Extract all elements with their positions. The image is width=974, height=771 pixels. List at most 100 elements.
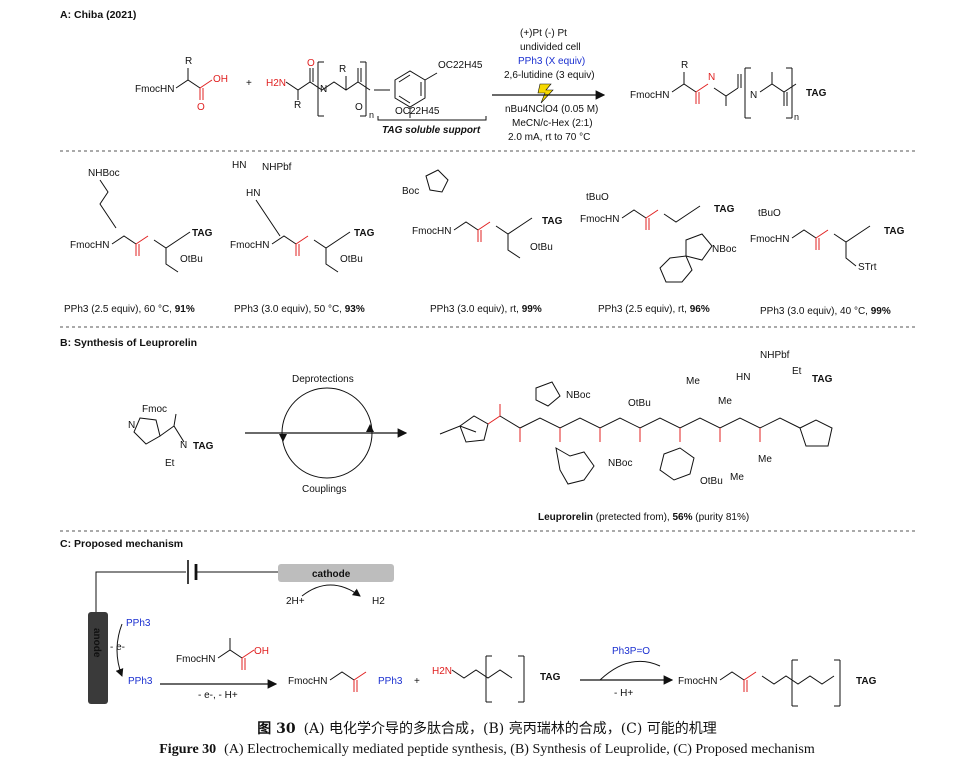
- svg-text:R: R: [294, 100, 301, 111]
- product-peptide-tag: FmocHN R N N n TAG: [630, 60, 827, 122]
- svg-text:NHBoc: NHBoc: [88, 168, 120, 179]
- leuprorelin-caption: Leuprorelin (pretected from), 56% (purit…: [538, 512, 749, 523]
- svg-text:TAG: TAG: [354, 228, 375, 239]
- svg-text:OtBu: OtBu: [700, 476, 723, 487]
- svg-text:TAG: TAG: [193, 441, 214, 452]
- svg-text:TAG: TAG: [884, 226, 905, 237]
- svg-text:tBuO: tBuO: [758, 208, 781, 219]
- svg-text:- H+: - H+: [614, 688, 633, 699]
- svg-text:TAG: TAG: [856, 676, 877, 687]
- svg-text:Ph3P=O: Ph3P=O: [612, 646, 650, 657]
- svg-text:PPh3 (X equiv): PPh3 (X equiv): [518, 56, 585, 67]
- reaction-conditions: (+)Pt (-) Pt undivided cell PPh3 (X equi…: [492, 28, 606, 143]
- svg-text:+: +: [414, 676, 420, 687]
- svg-text:FmocHN: FmocHN: [678, 676, 717, 687]
- example-2-conditions: PPh3 (3.0 equiv), 50 °C, 93%: [234, 304, 365, 315]
- svg-text:FmocHN: FmocHN: [176, 654, 215, 665]
- svg-text:NHPbf: NHPbf: [760, 350, 790, 361]
- tag-soluble-support-label: TAG soluble support: [382, 125, 481, 136]
- cathode-bar: [278, 564, 394, 582]
- svg-text:Me: Me: [730, 472, 744, 483]
- scheme-canvas: A: Chiba (2021) FmocHN R OH O + H2N R O …: [60, 9, 915, 707]
- svg-text:2,6-lutidine (3 equiv): 2,6-lutidine (3 equiv): [504, 70, 595, 81]
- svg-text:TAG: TAG: [542, 216, 563, 227]
- reactant-amine-tag: H2N R O N R O n OC22H45 OC22H45 TAG solu…: [266, 58, 487, 136]
- svg-text:OtBu: OtBu: [340, 254, 363, 265]
- svg-text:cathode: cathode: [312, 569, 351, 580]
- svg-text:NBoc: NBoc: [712, 244, 736, 255]
- svg-text:Et: Et: [165, 458, 175, 469]
- svg-text:- e-: - e-: [110, 642, 125, 653]
- svg-text:OH: OH: [254, 646, 269, 657]
- activation-step: FmocHN OH - e-, - H+: [160, 638, 278, 701]
- svg-text:Et: Et: [792, 366, 802, 377]
- panel-b-heading: B: Synthesis of Leuprorelin: [60, 337, 197, 349]
- svg-text:OC22H45: OC22H45: [438, 60, 483, 71]
- svg-text:N: N: [128, 420, 135, 431]
- svg-text:OtBu: OtBu: [180, 254, 203, 265]
- reactant-amino-acid: FmocHN R OH O: [135, 56, 228, 113]
- svg-text:N: N: [180, 440, 187, 451]
- svg-text:NBoc: NBoc: [566, 390, 590, 401]
- svg-text:undivided cell: undivided cell: [520, 42, 581, 53]
- example-4: tBuO FmocHN TAG NBoc PPh3 (2.5 equiv), r…: [580, 192, 736, 315]
- anode-bar: [88, 612, 108, 704]
- svg-text:STrt: STrt: [858, 262, 877, 273]
- svg-text:PPh3: PPh3: [378, 676, 403, 687]
- svg-text:R: R: [185, 56, 192, 67]
- svg-text:FmocHN: FmocHN: [630, 90, 669, 101]
- svg-text:H2N: H2N: [432, 666, 452, 677]
- svg-text:TAG: TAG: [540, 672, 561, 683]
- product-c: FmocHN TAG: [678, 659, 877, 707]
- svg-text:HN: HN: [246, 188, 260, 199]
- svg-text:FmocHN: FmocHN: [230, 240, 269, 251]
- svg-text:FmocHN: FmocHN: [135, 84, 174, 95]
- svg-text:NBoc: NBoc: [608, 458, 632, 469]
- svg-text:PPh3: PPh3: [128, 676, 153, 687]
- anode-oxidation: PPh3 - e- PPh3: [110, 618, 153, 687]
- leuprorelin-start-material: Fmoc N N TAG Et: [128, 404, 214, 469]
- deprotection-coupling-cycle: Deprotections Couplings: [245, 374, 408, 495]
- example-3: Boc FmocHN TAG OtBu PPh3 (3.0 equiv), rt…: [402, 169, 563, 315]
- svg-text:O: O: [355, 102, 363, 113]
- svg-text:TAG: TAG: [806, 88, 827, 99]
- lightning-bolt-icon: [537, 83, 554, 104]
- panel-a-heading: A: Chiba (2021): [60, 9, 136, 21]
- svg-text:TAG: TAG: [812, 374, 833, 385]
- svg-text:n: n: [369, 110, 374, 120]
- svg-text:Deprotections: Deprotections: [292, 374, 354, 385]
- svg-text:Me: Me: [758, 454, 772, 465]
- svg-text:H2: H2: [372, 596, 385, 607]
- svg-text:FmocHN: FmocHN: [412, 226, 451, 237]
- svg-text:TAG: TAG: [192, 228, 213, 239]
- amine-tag: H2N TAG: [432, 655, 561, 703]
- plus-sign: +: [246, 78, 252, 89]
- electrochemical-cell: cathode anode 2H+ H2: [88, 560, 394, 704]
- svg-text:Boc: Boc: [402, 186, 419, 197]
- example-1-conditions: PPh3 (2.5 equiv), 60 °C, 91%: [64, 304, 195, 315]
- panel-c-heading: C: Proposed mechanism: [60, 538, 183, 550]
- svg-text:Me: Me: [718, 396, 732, 407]
- svg-text:HN: HN: [736, 372, 750, 383]
- svg-text:Me: Me: [686, 376, 700, 387]
- svg-text:2H+: 2H+: [286, 596, 305, 607]
- svg-text:N: N: [750, 90, 757, 101]
- svg-text:(+)Pt (-) Pt: (+)Pt (-) Pt: [520, 28, 567, 39]
- svg-text:anode: anode: [91, 628, 102, 658]
- svg-text:- e-, - H+: - e-, - H+: [198, 690, 238, 701]
- svg-text:FmocHN: FmocHN: [288, 676, 327, 687]
- svg-text:OH: OH: [213, 74, 228, 85]
- svg-text:tBuO: tBuO: [586, 192, 609, 203]
- svg-text:n: n: [794, 112, 799, 122]
- example-3-conditions: PPh3 (3.0 equiv), rt, 99%: [430, 304, 542, 315]
- leuprorelin-structure: NHPbf HN Et TAG Me Me NBoc OtBu NBoc OtB…: [439, 350, 833, 523]
- svg-text:FmocHN: FmocHN: [70, 240, 109, 251]
- svg-text:O: O: [307, 58, 315, 69]
- example-1: NHBoc FmocHN TAG OtBu PPh3 (2.5 equiv), …: [64, 168, 213, 315]
- svg-text:TAG: TAG: [714, 204, 735, 215]
- example-5-conditions: PPh3 (3.0 equiv), 40 °C, 99%: [760, 306, 891, 317]
- svg-text:MeCN/c-Hex (2:1): MeCN/c-Hex (2:1): [512, 118, 593, 129]
- svg-text:R: R: [339, 64, 346, 75]
- figure-caption-english: Figure 30(A) Electrochemically mediated …: [159, 742, 815, 757]
- svg-text:N: N: [708, 72, 715, 83]
